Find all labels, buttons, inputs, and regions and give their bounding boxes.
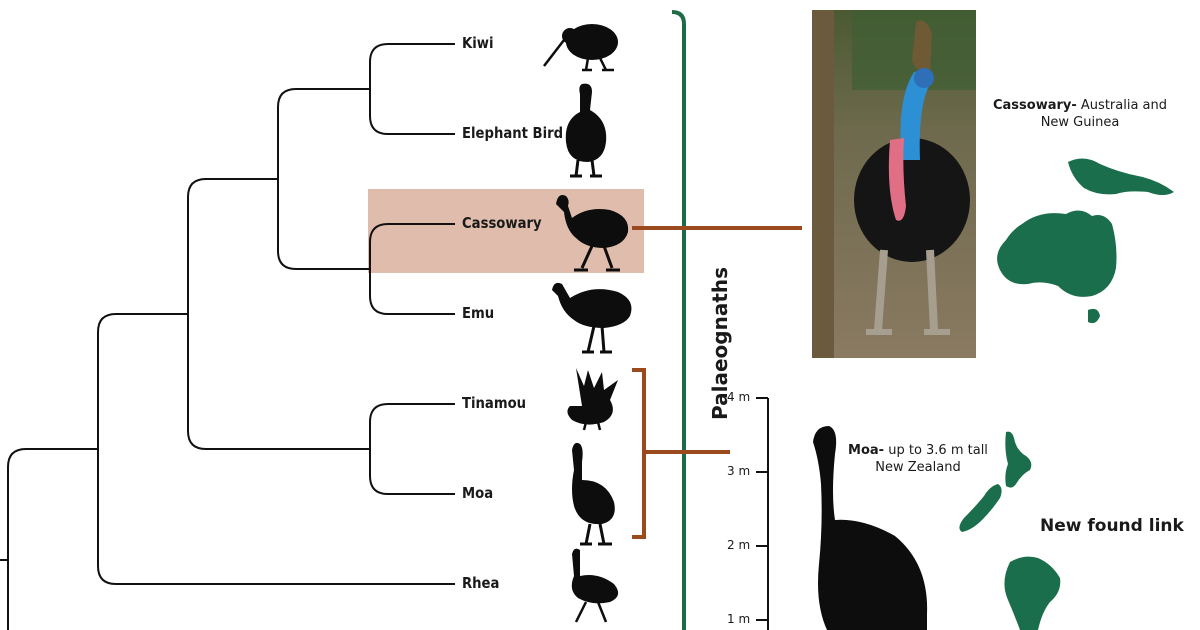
moa-silhouette-icon — [572, 442, 615, 546]
new-zealand-map — [959, 431, 1032, 532]
taxon-cassowary: Cassowary — [462, 214, 542, 232]
taxon-moa: Moa — [462, 484, 494, 502]
scale-tick-3m: 3 m — [727, 464, 751, 478]
moa-caption-line2: New Zealand — [875, 460, 961, 475]
cassowary-caption-line1: Australia and — [1076, 98, 1168, 113]
moa-caption-line1: up to 3.6 m tall — [884, 443, 988, 458]
branch-cassowary-emu — [369, 223, 455, 315]
scale-tick-2m: 2 m — [727, 538, 751, 552]
tinamou-silhouette-icon — [567, 368, 618, 431]
cassowary-silhouette-icon — [556, 195, 629, 272]
scale-tick-4m: 4 m — [727, 390, 751, 404]
moa-caption-name: Moa- — [848, 443, 885, 458]
scale-tick-1m: 1 m — [727, 612, 751, 626]
cassowary-photo — [812, 10, 976, 358]
emu-silhouette-icon — [552, 282, 632, 354]
rhea-silhouette-icon — [571, 548, 619, 623]
taxon-tinamou: Tinamou — [462, 394, 527, 412]
taxon-emu: Emu — [462, 304, 495, 322]
australia-new-guinea-map — [997, 158, 1174, 324]
moa-caption: Moa- up to 3.6 m tall New Zealand — [838, 442, 998, 476]
taxon-rhea: Rhea — [462, 574, 500, 592]
cassowary-caption-line2: New Guinea — [1040, 115, 1120, 130]
cassowary-caption: Cassowary- Australia and New Guinea — [985, 97, 1175, 131]
branch-root — [7, 448, 98, 630]
branch-tinamou-moa — [369, 403, 455, 495]
branch-australasia — [277, 88, 370, 270]
cassowary-caption-name: Cassowary- — [992, 98, 1077, 113]
moa-large-silhouette-icon — [813, 426, 928, 630]
taxon-kiwi: Kiwi — [462, 34, 494, 52]
clade-bracket — [671, 10, 686, 630]
height-scale-axis — [756, 397, 769, 630]
phylogeny-branches — [0, 43, 455, 630]
new-found-link-label: New found link — [1040, 516, 1184, 536]
taxon-elephant-bird: Elephant Bird — [462, 124, 564, 142]
south-america-map — [1004, 556, 1061, 630]
tinamou-moa-bracket — [632, 368, 730, 539]
elephant-bird-silhouette-icon — [565, 83, 607, 178]
kiwi-silhouette-icon — [543, 24, 618, 72]
branch-kiwi-elephantbird — [369, 43, 455, 135]
cassowary-photo-illustration — [812, 10, 976, 358]
